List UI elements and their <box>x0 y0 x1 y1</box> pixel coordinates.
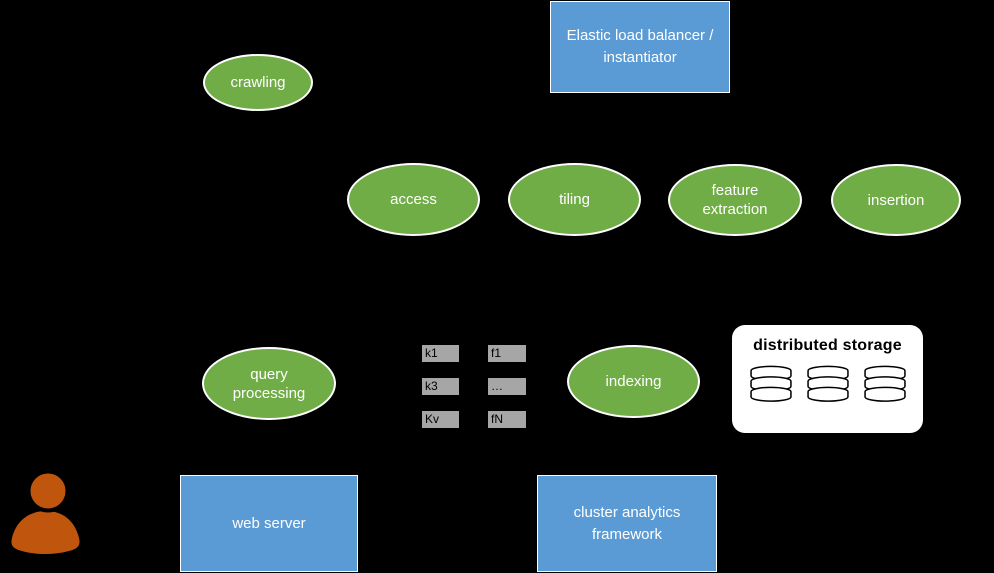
box-cluster-analytics-framework-label: cluster analytics framework <box>573 503 681 543</box>
node-feature-extraction-label: feature extraction <box>702 182 768 218</box>
key-cell-k3: k3 <box>422 378 459 395</box>
distributed-storage-title: distributed storage <box>753 337 902 354</box>
node-indexing-label: indexing <box>605 373 662 390</box>
node-access: access <box>347 163 480 236</box>
box-web-server-label: web server <box>232 514 306 532</box>
box-cluster-analytics-framework: cluster analytics framework <box>537 475 717 572</box>
key-feature-table: k1 f1 k3 … Kv fN <box>422 345 526 428</box>
node-indexing: indexing <box>567 345 700 418</box>
node-insertion-label: insertion <box>867 191 925 209</box>
node-tiling-label: tiling <box>559 191 590 208</box>
key-cell-kv: Kv <box>422 411 459 428</box>
database-cylinder-icon <box>863 365 906 402</box>
database-icons-row <box>732 365 923 403</box>
box-web-server: web server <box>180 475 358 572</box>
feature-cell-f1: f1 <box>488 345 526 362</box>
node-crawling-label: crawling <box>230 74 286 91</box>
node-query-processing-label: query processing <box>232 365 306 402</box>
box-elastic-load-balancer: Elastic load balancer / instantiator <box>550 1 730 93</box>
node-query-processing: query processing <box>202 347 336 420</box>
feature-cell-fn: fN <box>488 411 526 428</box>
box-elastic-load-balancer-label: Elastic load balancer / instantiator <box>566 27 714 66</box>
database-cylinder-icon <box>749 365 792 402</box>
distributed-storage-box: distributed storage <box>732 325 923 433</box>
node-access-label: access <box>390 191 437 208</box>
feature-cell-ellipsis: … <box>488 378 526 395</box>
key-cell-k1: k1 <box>422 345 459 362</box>
database-cylinder-icon <box>806 365 849 402</box>
node-crawling: crawling <box>203 54 313 111</box>
node-insertion: insertion <box>831 164 961 236</box>
user-person-icon <box>11 470 80 554</box>
node-feature-extraction: feature extraction <box>668 164 802 236</box>
node-tiling: tiling <box>508 163 641 236</box>
